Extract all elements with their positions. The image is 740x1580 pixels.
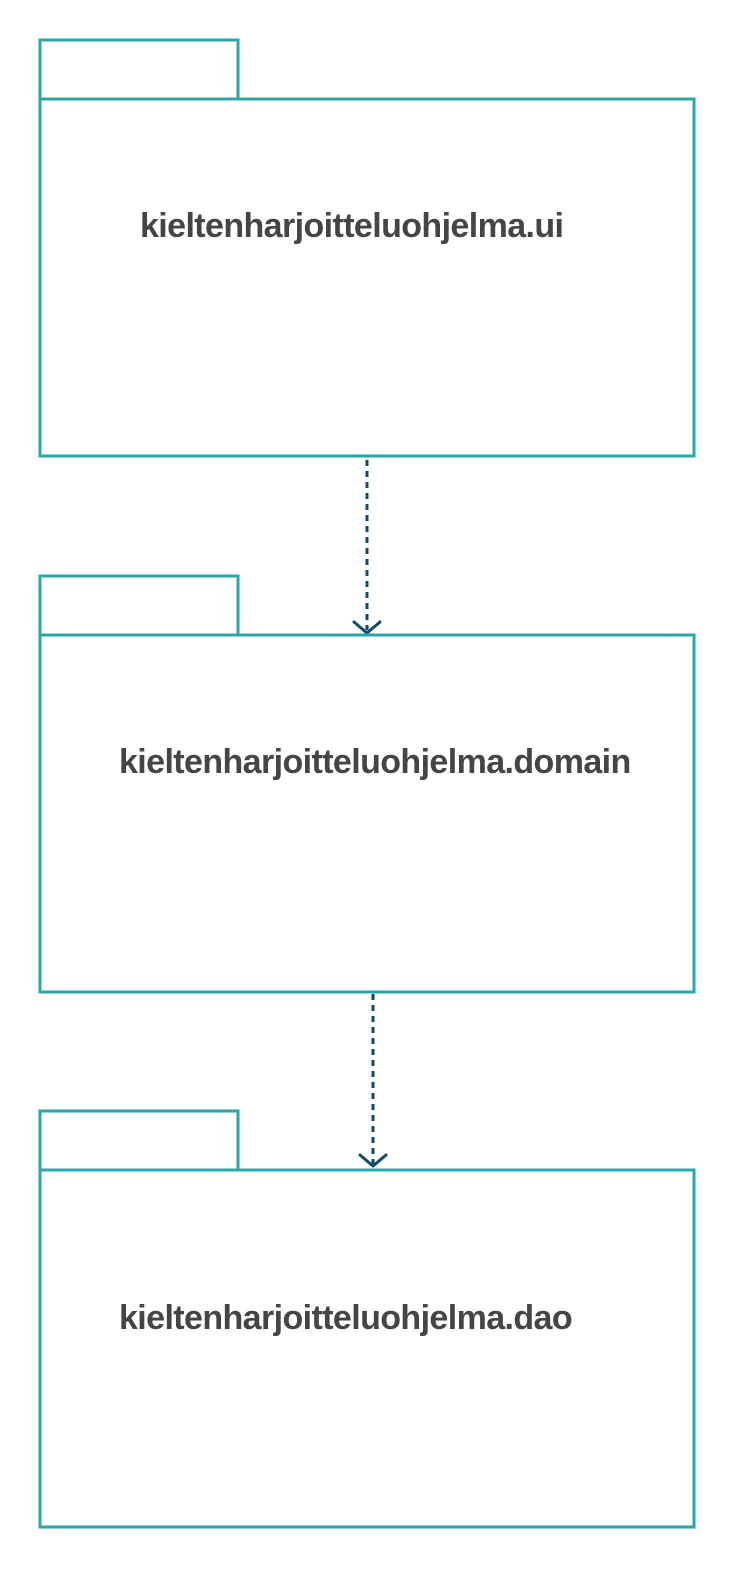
package-domain-label: kieltenharjoitteluohjelma.domain (119, 743, 631, 781)
package-ui-tab (38, 38, 240, 101)
open-arrowhead-icon (352, 620, 382, 635)
open-arrowhead-icon (358, 1153, 388, 1168)
package-dao-label: kieltenharjoitteluohjelma.dao (119, 1299, 572, 1337)
package-dao[interactable]: kieltenharjoitteluohjelma.dao (38, 1109, 696, 1529)
dependency-domain-to-dao (358, 994, 388, 1168)
package-domain[interactable]: kieltenharjoitteluohjelma.domain (38, 574, 696, 994)
package-dao-tab (38, 1109, 240, 1172)
package-ui[interactable]: kieltenharjoitteluohjelma.ui (38, 38, 696, 458)
package-ui-label: kieltenharjoitteluohjelma.ui (140, 207, 563, 245)
package-domain-body (38, 633, 696, 994)
dependency-ui-to-domain (352, 460, 382, 635)
package-domain-tab (38, 574, 240, 637)
package-dao-body (38, 1168, 696, 1529)
package-ui-body (38, 97, 696, 458)
